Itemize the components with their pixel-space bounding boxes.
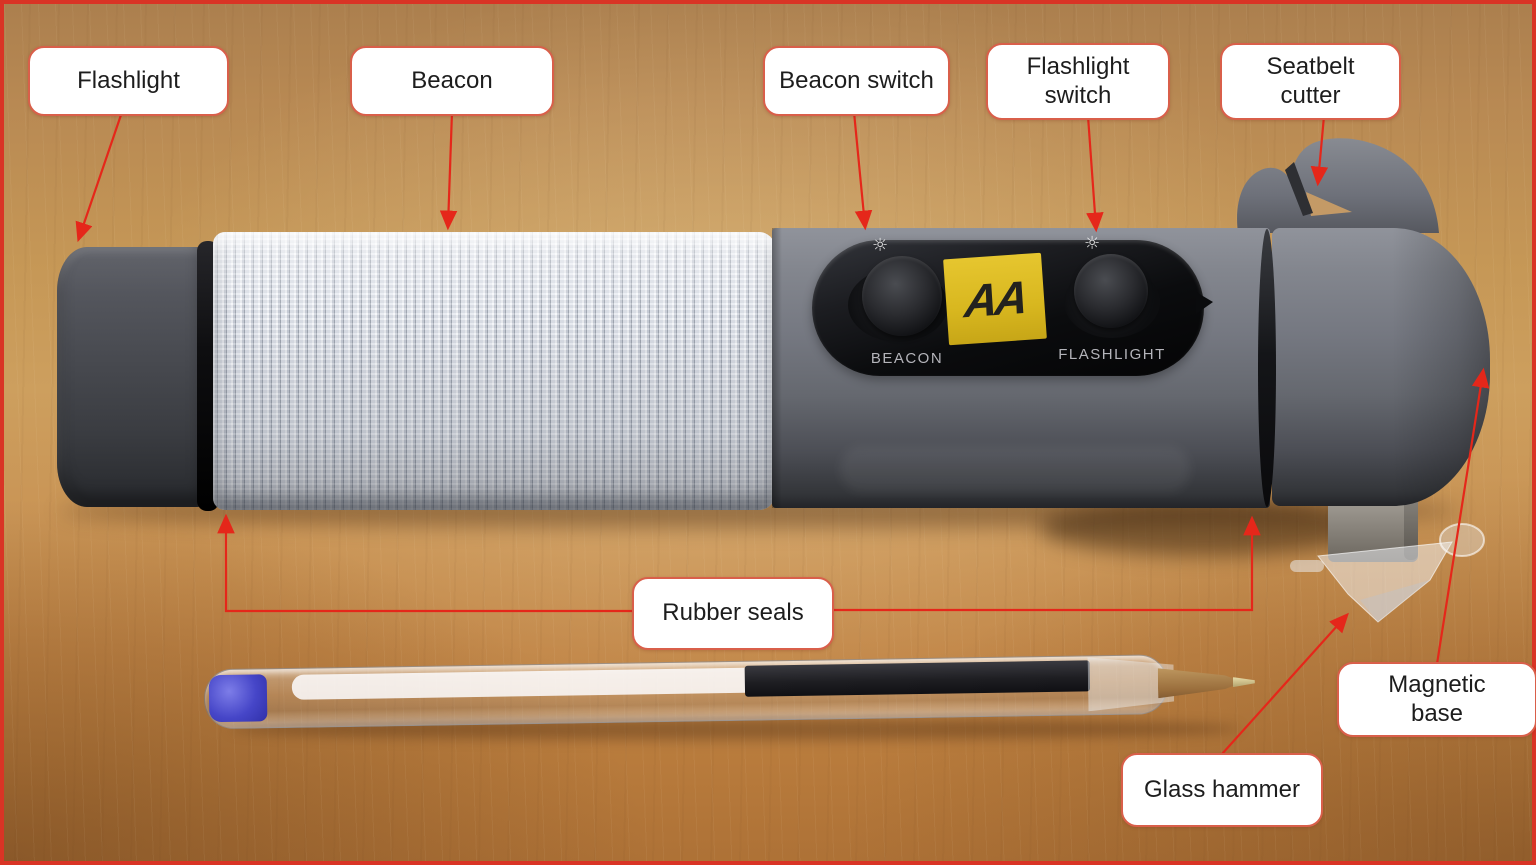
arrow-beacon-switch [852,111,873,231]
beacon-lens [213,232,775,510]
arrow-rubber-seal-left [217,513,633,613]
panel-tail [1196,292,1213,314]
cone-facet-shade [1360,580,1430,622]
rear-shadow [1040,500,1370,556]
control-panel: ☼ ☼ AA BEACON FLASHLIGHT [812,233,1213,376]
callout-rubber-seals: Rubber seals [632,577,834,650]
arrow-seatbelt-cutter [1310,115,1329,187]
callout-glass-hammer: Glass hammer [1121,753,1323,827]
torch-rear-cap [1272,228,1490,506]
callout-seatbelt-cutter: Seatbelt cutter [1220,43,1401,120]
flashlight-light-icon: ☼ [1084,233,1101,254]
aa-brand-logo: AA [943,252,1047,346]
ballpoint-pen [199,637,1275,736]
flashlight-button[interactable] [1074,254,1148,328]
rubber-seal-rear [1258,229,1276,507]
beacon-button[interactable] [862,256,942,336]
seatbelt-cutter-hook [1237,138,1439,233]
glass-hammer-cone [1317,541,1453,623]
beacon-light-icon: ☼ [872,235,889,256]
callout-magnetic-base: Magnetic base [1337,662,1536,737]
hammer-tab [1290,560,1324,572]
pen-tip-cone [1158,665,1237,700]
cutter-notch-wood [1306,192,1352,216]
arrow-flashlight [75,111,124,243]
flashlight-button-label: FLASHLIGHT [1058,346,1166,363]
arrow-flashlight-switch [1086,115,1104,233]
body-reflection [840,446,1190,492]
beacon-button-label: BEACON [870,350,944,367]
pen-point [1233,677,1255,687]
callout-flashlight: Flashlight [28,46,229,116]
hammer-ring [1439,523,1485,557]
pen-ink-cartridge [744,660,1091,697]
pen-blue-plug [208,674,268,723]
callout-beacon: Beacon [350,46,554,116]
arrow-beacon [439,111,458,231]
callout-beacon-switch: Beacon switch [763,46,950,116]
flashlight-head [57,247,203,507]
callout-flashlight-switch: Flashlight switch [986,43,1170,120]
cutter-slit [1285,162,1313,216]
